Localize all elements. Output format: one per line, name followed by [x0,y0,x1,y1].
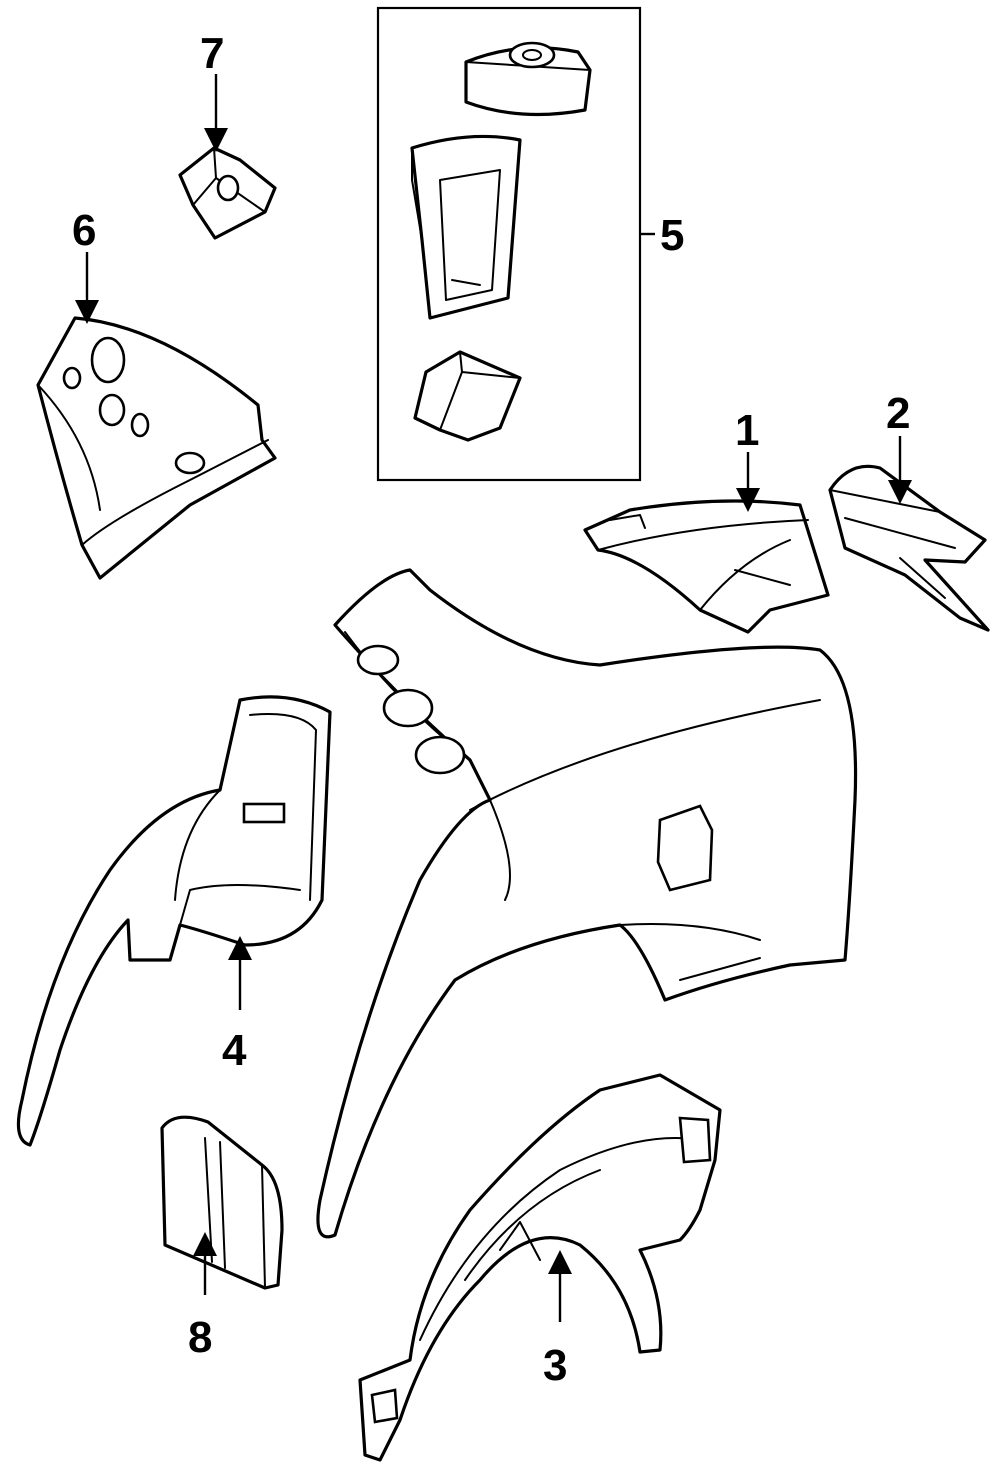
part-5-kit-lower-bracket[interactable] [413,350,522,442]
callout-4-label: 4 [222,1026,247,1075]
part-5-kit-middle-bracket[interactable] [410,134,522,320]
part-4-wheelhouse-panel[interactable] [16,695,332,1147]
part-6-inner-panel-extension[interactable] [36,316,277,580]
callout-5-label: 5 [660,211,684,260]
callout-7-label: 7 [200,29,224,78]
part-2-rear-brace[interactable] [828,464,990,632]
callout-1: 1 [735,406,760,512]
part-7-gusset-bracket[interactable] [178,146,277,240]
callout-5: 5 [640,211,684,260]
callout-6-label: 6 [72,206,96,255]
callout-6: 6 [72,206,99,324]
part-8-patch-panel[interactable] [160,1115,284,1290]
part-5-kit-box [376,6,642,482]
part-1-upper-brace[interactable] [583,499,830,634]
callout-2-label: 2 [886,389,910,438]
callout-3: 3 [543,1250,572,1390]
callout-7: 7 [200,29,228,152]
quarter-panel[interactable] [316,568,858,1239]
callout-3-label: 3 [543,1341,567,1390]
callout-4: 4 [222,936,252,1075]
part-3-inner-wheelhouse[interactable] [358,1073,722,1462]
callout-8: 8 [188,1232,217,1362]
callout-2: 2 [886,389,912,504]
callout-8-label: 8 [188,1313,212,1362]
part-5-kit-upper-mount[interactable] [464,41,592,117]
callout-1-label: 1 [735,406,759,455]
